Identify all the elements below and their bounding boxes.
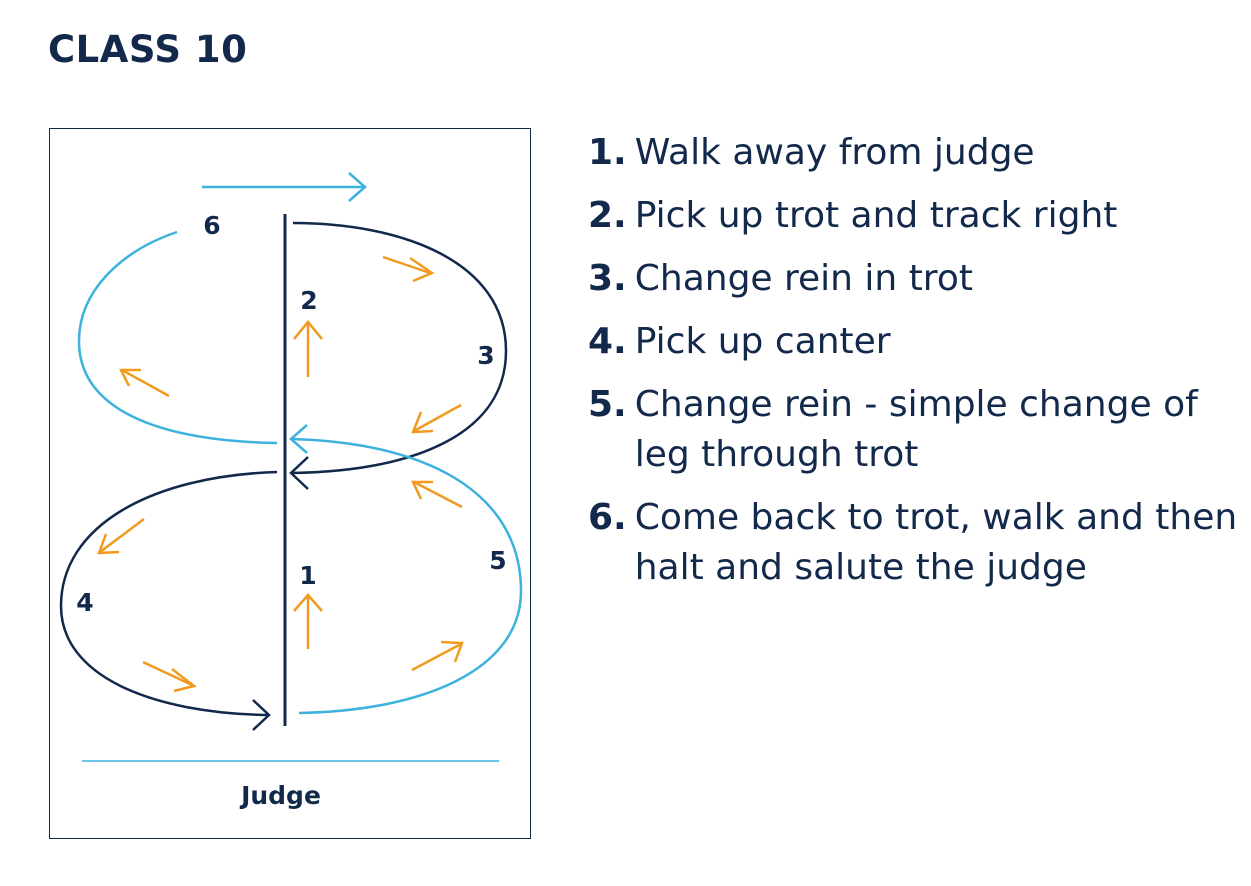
segment-label-5: 5 xyxy=(489,546,506,575)
direction-arrow-4b xyxy=(142,660,197,693)
step-text: Come back to trot, walk and then halt an… xyxy=(634,497,1238,588)
loop-path-3 xyxy=(290,221,508,475)
exit-arrowhead xyxy=(348,172,367,202)
step-number: 3. xyxy=(588,258,627,299)
arena-diagram-svg: 1 2 3 4 5 6 Judge xyxy=(59,172,523,810)
step-text: Pick up trot and track right xyxy=(634,195,1118,236)
loop-path-4 xyxy=(59,470,278,717)
step-number: 1. xyxy=(588,132,627,173)
segment-label-1: 1 xyxy=(299,561,316,590)
direction-arrow-5b xyxy=(411,480,463,509)
direction-arrow-3b xyxy=(411,403,462,434)
direction-arrows xyxy=(97,255,464,693)
instruction-step-5: 5. Change rein - simple change of leg th… xyxy=(588,380,1238,480)
segment-label-3: 3 xyxy=(477,341,494,370)
step-text: Change rein in trot xyxy=(634,258,973,299)
segment-label-2: 2 xyxy=(300,286,317,315)
arena-diagram: 1 2 3 4 5 6 Judge xyxy=(49,128,531,839)
loop-4-arrowhead xyxy=(252,699,271,731)
step-text: Change rein - simple change of leg throu… xyxy=(634,384,1198,475)
segment-label-6: 6 xyxy=(203,211,220,240)
direction-arrow-3a xyxy=(382,255,435,283)
step-number: 2. xyxy=(588,195,627,236)
direction-arrow-4a xyxy=(97,518,145,555)
step-text: Pick up canter xyxy=(634,321,891,362)
instruction-step-4: 4. Pick up canter xyxy=(588,317,1238,367)
step-text: Walk away from judge xyxy=(634,132,1035,173)
segment-label-4: 4 xyxy=(76,588,93,617)
page-title: CLASS 10 xyxy=(48,28,248,71)
instruction-step-2: 2. Pick up trot and track right xyxy=(588,191,1238,241)
direction-arrow-5a xyxy=(411,640,464,672)
loop-path-6 xyxy=(77,230,278,445)
judge-label: Judge xyxy=(239,781,321,810)
instruction-step-1: 1. Walk away from judge xyxy=(588,128,1238,178)
step-number: 4. xyxy=(588,321,627,362)
instruction-list: 1. Walk away from judge 2. Pick up trot … xyxy=(588,128,1238,606)
loop-5-arrowhead xyxy=(289,424,308,454)
direction-arrow-6 xyxy=(118,368,170,398)
instruction-step-3: 3. Change rein in trot xyxy=(588,254,1238,304)
loop-path-5 xyxy=(290,437,523,715)
direction-arrow-up-1 xyxy=(293,593,323,649)
step-number: 6. xyxy=(588,497,627,538)
step-number: 5. xyxy=(588,384,627,425)
instruction-step-6: 6. Come back to trot, walk and then halt… xyxy=(588,493,1238,593)
direction-arrow-up-2 xyxy=(293,320,323,377)
loop-3-arrowhead xyxy=(289,456,309,490)
